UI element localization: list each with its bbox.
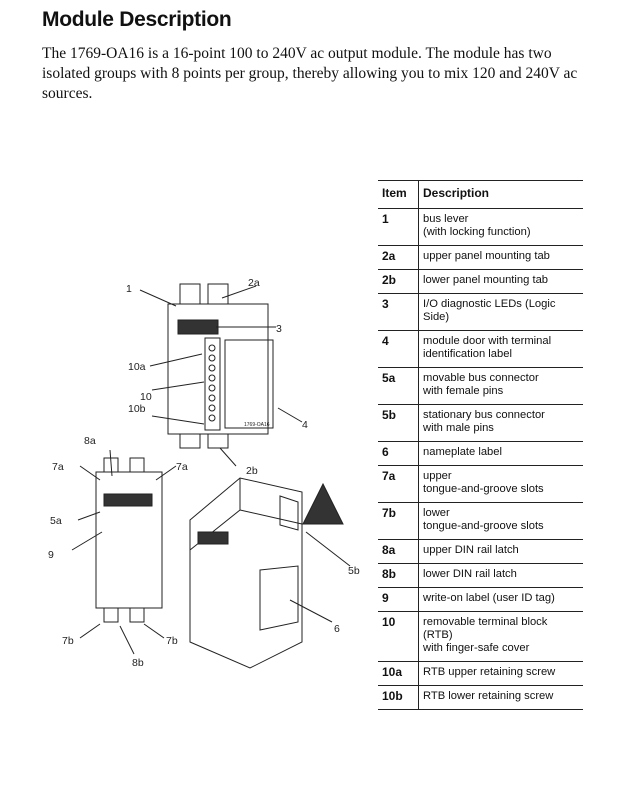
item-number: 5a [378,367,419,405]
item-description: RTB upper retaining screw [418,661,583,686]
svg-text:1: 1 [126,283,132,295]
item-number: 2a [378,245,419,270]
item-description: upper tongue-and-groove slots [418,465,583,503]
item-description: lower tongue-and-groove slots [418,502,583,540]
svg-text:10b: 10b [128,403,146,415]
svg-text:7b: 7b [166,635,178,647]
item-description: write-on label (user ID tag) [418,587,583,612]
table-header-description: Description [418,180,583,209]
module-part-label: 1769-OA16 [244,422,270,428]
svg-text:4: 4 [302,419,308,431]
item-description: I/O diagnostic LEDs (Logic Side) [418,293,583,331]
svg-text:10: 10 [140,391,152,403]
svg-text:6: 6 [334,623,340,635]
svg-text:8a: 8a [84,435,96,447]
item-description: upper DIN rail latch [418,539,583,564]
item-description: removable terminal block (RTB) with fing… [418,611,583,662]
item-description: module door with terminal identification… [418,330,583,368]
item-number: 8b [378,563,419,588]
item-number: 7a [378,465,419,503]
led-window [177,319,219,335]
item-number: 10a [378,661,419,686]
item-description: upper panel mounting tab [418,245,583,270]
svg-text:5a: 5a [50,515,62,527]
module-illustration: 1 2a 3 10a 10 10b 4 8a 7a 7a 2b 5a 9 5b … [48,277,360,669]
item-description: RTB lower retaining screw [418,685,583,710]
module-iso-body [189,477,303,669]
svg-text:7a: 7a [52,461,64,473]
item-number: 7b [378,502,419,540]
table-header-item: Item [378,180,419,209]
item-number: 8a [378,539,419,564]
item-description: nameplate label [418,441,583,466]
item-description: stationary bus connector with male pins [418,404,583,442]
svg-text:7b: 7b [62,635,74,647]
terminal-circles [208,344,216,422]
item-description: bus lever (with locking function) [418,208,583,246]
item-number: 3 [378,293,419,331]
svg-text:8b: 8b [132,657,144,669]
item-number: 5b [378,404,419,442]
item-description: lower DIN rail latch [418,563,583,588]
item-description: lower panel mounting tab [418,269,583,294]
item-number: 10 [378,611,419,662]
intro-paragraph: The 1769-OA16 is a 16-point 100 to 240V … [42,45,578,102]
module-side-body [95,471,163,609]
item-number: 6 [378,441,419,466]
terminal-label-door [224,339,274,429]
item-number: 1 [378,208,419,246]
item-number: 10b [378,685,419,710]
item-number: 4 [378,330,419,368]
svg-text:3: 3 [276,323,282,335]
svg-text:5b: 5b [348,565,360,577]
svg-text:7a: 7a [176,461,188,473]
page-title: Module Description [42,8,232,31]
nameplate [259,565,299,631]
item-number: 9 [378,587,419,612]
svg-text:9: 9 [48,549,54,561]
item-description: movable bus connector with female pins [418,367,583,405]
callout-labels: 1 2a 3 10a 10 10b 4 8a 7a 7a 2b 5a 9 5b … [48,277,360,669]
esd-warning-icon [302,482,344,525]
svg-text:2b: 2b [246,465,258,477]
svg-text:2a: 2a [248,277,260,289]
item-number: 2b [378,269,419,294]
svg-text:10a: 10a [128,361,146,373]
